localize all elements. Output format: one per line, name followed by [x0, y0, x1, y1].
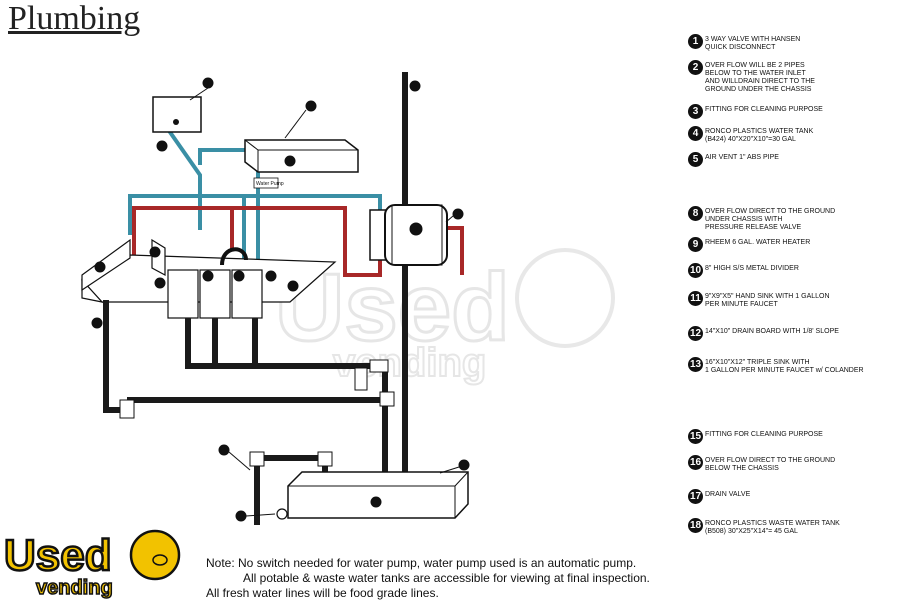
drain-fittings: [119, 359, 395, 467]
legend-item-1: 1 3 WAY VALVE WITH HANSEN QUICK DISCONNE…: [688, 34, 800, 52]
legend-item-17: 17 DRAIN VALVE: [688, 489, 750, 504]
watermark-pig-icon: [515, 248, 615, 348]
legend-text: FITTING FOR CLEANING PURPOSE: [705, 106, 823, 113]
legend-number: 8: [688, 206, 703, 221]
legend-item-2: 2 OVER FLOW WILL BE 2 PIPES BELOW TO THE…: [688, 60, 815, 94]
svg-text:10: 10: [95, 263, 104, 272]
legend-text: 3 WAY VALVE WITH HANSEN QUICK DISCONNECT: [705, 36, 801, 51]
legend-text: 14"X10" DRAIN BOARD WITH 1/8' SLOPE: [705, 328, 839, 335]
legend-item-12: 12 14"X10" DRAIN BOARD WITH 1/8' SLOPE: [688, 326, 839, 341]
legend-item-10: 10 8" HIGH S/S METAL DIVIDER: [688, 263, 799, 278]
legend-text: 16"X10"X12" TRIPLE SINK WITH 1 GALLON PE…: [705, 359, 864, 374]
legend-item-4: 4 RONCO PLASTICS WATER TANK (B424) 40"X2…: [688, 126, 813, 144]
svg-text:3: 3: [309, 102, 314, 111]
water-pump-label: Water Pump: [256, 181, 284, 187]
svg-text:15: 15: [459, 461, 468, 470]
legend-number: 11: [688, 291, 703, 306]
logo-pig-icon: [129, 529, 181, 581]
legend-item-9: 9 RHEEM 6 GAL. WATER HEATER: [688, 237, 810, 252]
legend-text: RHEEM 6 GAL. WATER HEATER: [705, 239, 811, 246]
legend-number: 3: [688, 104, 703, 119]
svg-text:13: 13: [234, 272, 243, 281]
legend-number: 16: [688, 455, 703, 470]
legend-number: 2: [688, 60, 703, 75]
legend-item-15: 15 FITTING FOR CLEANING PURPOSE: [688, 429, 823, 444]
fresh-water-tank: [244, 139, 359, 173]
svg-text:10: 10: [150, 248, 159, 257]
hot-water-lines: [132, 206, 464, 277]
svg-text:16: 16: [219, 446, 228, 455]
svg-text:5: 5: [413, 82, 418, 91]
svg-text:18: 18: [371, 498, 380, 507]
legend-item-8: 8 OVER FLOW DIRECT TO THE GROUND UNDER C…: [688, 206, 835, 232]
waste-water-tank: [276, 471, 469, 520]
logo-word1: Used: [4, 531, 112, 580]
callout-leaders: [189, 87, 460, 517]
legend-item-5: 5 AIR VENT 1" ABS PIPE: [688, 152, 779, 167]
legend-item-3: 3 FITTING FOR CLEANING PURPOSE: [688, 104, 823, 119]
svg-text:13: 13: [203, 272, 212, 281]
valve-icon: [173, 119, 179, 125]
note-line-1: Note: No switch needed for water pump, w…: [206, 556, 637, 570]
svg-text:2: 2: [160, 142, 165, 151]
svg-text:13: 13: [266, 272, 275, 281]
legend-number: 17: [688, 489, 703, 504]
legend-text: OVER FLOW DIRECT TO THE GROUND UNDER CHA…: [705, 208, 836, 231]
svg-text:8: 8: [456, 210, 461, 219]
svg-text:12: 12: [288, 282, 297, 291]
legend-number: 5: [688, 152, 703, 167]
svg-text:12: 12: [155, 279, 164, 288]
svg-text:9: 9: [414, 225, 419, 234]
fresh-water-lines: [128, 123, 382, 270]
page-title: Plumbing: [8, 0, 141, 37]
legend-number: 9: [688, 237, 703, 252]
legend-number: 12: [688, 326, 703, 341]
drain-valve-icon: [276, 508, 288, 520]
svg-text:11: 11: [92, 319, 101, 328]
legend-number: 10: [688, 263, 703, 278]
legend-item-11: 11 9"X9"X5" HAND SINK WITH 1 GALLON PER …: [688, 291, 830, 309]
logo-word2: vending: [36, 577, 113, 599]
legend-text: OVER FLOW WILL BE 2 PIPES BELOW TO THE W…: [705, 62, 815, 93]
legend-text: OVER FLOW DIRECT TO THE GROUND BELOW THE…: [705, 457, 836, 472]
legend-text: FITTING FOR CLEANING PURPOSE: [705, 431, 823, 438]
legend-item-16: 16 OVER FLOW DIRECT TO THE GROUND BELOW …: [688, 455, 835, 473]
legend-text: 8" HIGH S/S METAL DIVIDER: [705, 265, 799, 272]
used-vending-logo: Used vending: [3, 529, 181, 600]
legend-item-13: 13 16"X10"X12" TRIPLE SINK WITH 1 GALLON…: [688, 357, 864, 375]
notes: Note: No switch needed for water pump, w…: [206, 556, 650, 601]
water-pump: Water Pump: [253, 177, 284, 189]
three-way-valve-box: [152, 96, 202, 133]
legend-text: DRAIN VALVE: [705, 491, 751, 498]
svg-text:1: 1: [206, 79, 211, 88]
legend-item-18: 18 RONCO PLASTICS WASTE WATER TANK (B508…: [688, 518, 840, 536]
legend-number: 4: [688, 126, 703, 141]
svg-text:4: 4: [288, 157, 293, 166]
legend-text: AIR VENT 1" ABS PIPE: [705, 154, 779, 161]
legend-number: 1: [688, 34, 703, 49]
legend-number: 15: [688, 429, 703, 444]
callout-markers: 1 2 3 4 5 8 9 10 10 11 12 12 13 13 13 15…: [91, 77, 470, 522]
legend-text: 9"X9"X5" HAND SINK WITH 1 GALLON PER MIN…: [705, 293, 830, 308]
svg-text:17: 17: [236, 512, 245, 521]
note-line-3: All fresh water lines will be food grade…: [206, 586, 439, 600]
legend-number: 13: [688, 357, 703, 372]
legend-text: RONCO PLASTICS WATER TANK (B424) 40"X20"…: [705, 128, 814, 143]
note-line-2: All potable & waste water tanks are acce…: [243, 571, 650, 585]
water-heater: [369, 204, 448, 266]
legend-number: 18: [688, 518, 703, 533]
legend-text: RONCO PLASTICS WASTE WATER TANK (B508) 3…: [705, 520, 840, 535]
